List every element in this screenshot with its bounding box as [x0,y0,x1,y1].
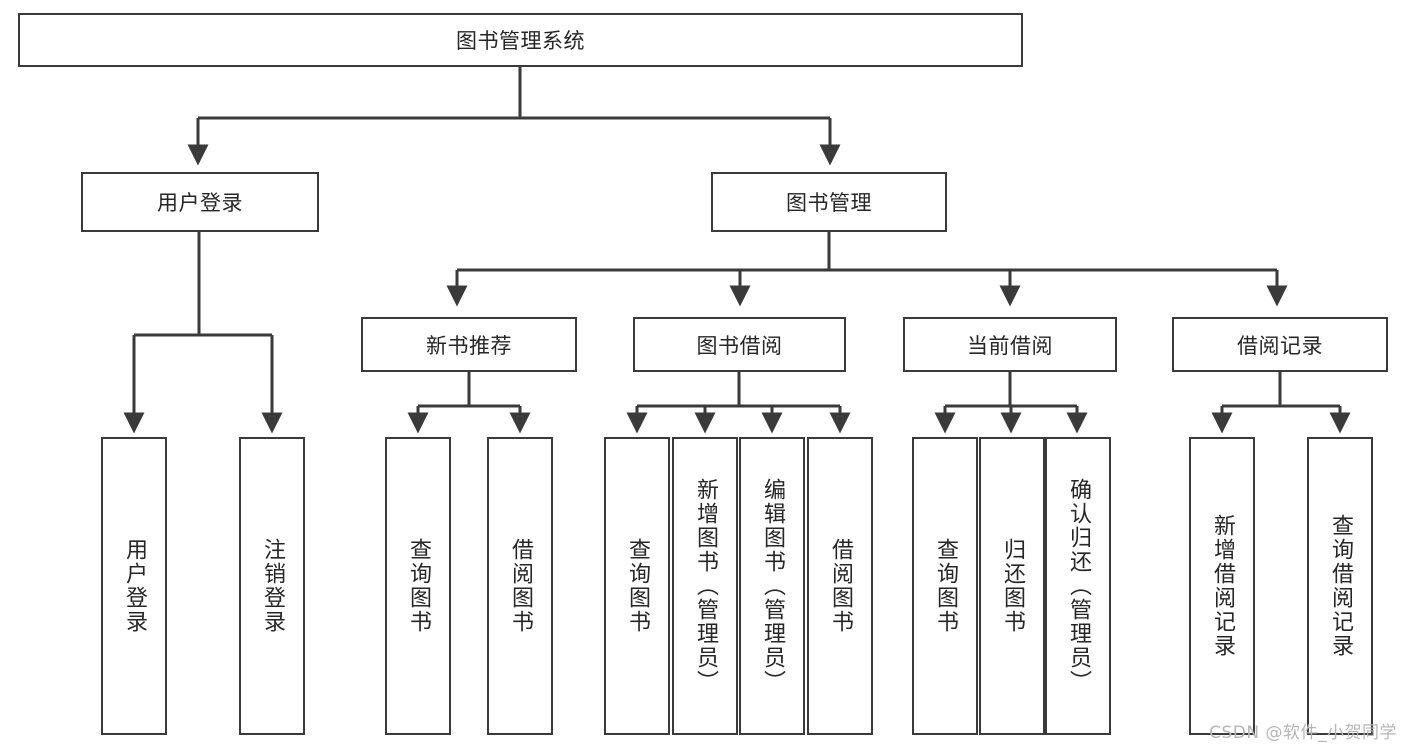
leaf-borrow-record-2[interactable]: 查询借阅记录 [1307,437,1373,735]
leaf-current-borrow-2-label: 归还图书 [1000,538,1025,634]
leaf-new-book-2-label: 借阅图书 [508,538,533,634]
leaf-new-book-1-label: 查询图书 [406,538,431,634]
leaf-book-borrow-2[interactable]: 新增图书（管理员） [672,437,738,735]
leaf-book-borrow-1[interactable]: 查询图书 [604,437,670,735]
leaf-current-borrow-2[interactable]: 归还图书 [979,437,1045,735]
leaf-current-borrow-1-label: 查询图书 [933,538,958,634]
leaf-current-borrow-1[interactable]: 查询图书 [912,437,978,735]
node-book-manage-label: 图书管理 [786,191,872,215]
leaf-user-login-2[interactable]: 注销登录 [239,437,305,735]
node-root-label: 图书管理系统 [456,29,585,53]
leaf-book-borrow-4[interactable]: 借阅图书 [807,437,873,735]
csdn-watermark: CSDN @软件_小贺同学 [1209,723,1397,743]
node-book-borrow[interactable]: 图书借阅 [633,317,846,372]
leaf-book-borrow-2-label: 新增图书（管理员） [693,478,718,694]
node-borrow-record-label: 借阅记录 [1237,333,1323,358]
leaf-new-book-2[interactable]: 借阅图书 [487,437,553,735]
node-new-book-recommend[interactable]: 新书推荐 [361,317,577,372]
leaf-borrow-record-2-label: 查询借阅记录 [1328,514,1353,658]
node-current-borrow[interactable]: 当前借阅 [903,317,1117,372]
node-book-borrow-label: 图书借阅 [696,333,783,358]
leaf-book-borrow-1-label: 查询图书 [625,538,650,634]
leaf-book-borrow-4-label: 借阅图书 [828,538,853,634]
leaf-book-borrow-3[interactable]: 编辑图书（管理员） [739,437,805,735]
node-borrow-record[interactable]: 借阅记录 [1172,317,1388,372]
leaf-book-borrow-3-label: 编辑图书（管理员） [760,478,785,694]
leaf-user-login-1-label: 用户登录 [122,538,147,634]
node-user-login[interactable]: 用户登录 [81,172,319,232]
node-current-borrow-label: 当前借阅 [967,333,1053,358]
leaf-user-login-2-label: 注销登录 [260,538,285,634]
leaf-borrow-record-1-label: 新增借阅记录 [1210,514,1235,658]
leaf-borrow-record-1[interactable]: 新增借阅记录 [1189,437,1255,735]
leaf-current-borrow-3[interactable]: 确认归还（管理员） [1045,437,1111,735]
node-user-login-label: 用户登录 [157,191,243,215]
node-root[interactable]: 图书管理系统 [18,13,1023,67]
leaf-current-borrow-3-label: 确认归还（管理员） [1066,478,1091,694]
leaf-user-login-1[interactable]: 用户登录 [101,437,167,735]
node-book-manage[interactable]: 图书管理 [711,172,947,232]
leaf-new-book-1[interactable]: 查询图书 [385,437,451,735]
node-new-book-recommend-label: 新书推荐 [426,333,512,358]
